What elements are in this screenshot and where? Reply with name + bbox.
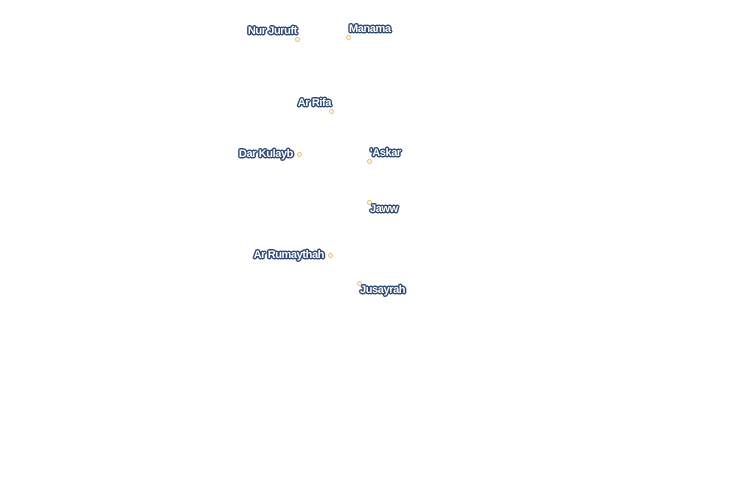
- place-label: Dar Kulayb: [238, 148, 293, 160]
- place-label: Jusayrah: [360, 284, 406, 296]
- place-marker-icon: [294, 36, 300, 42]
- place-marker-icon: [296, 151, 302, 157]
- place-label: Nur Juruft: [247, 25, 298, 37]
- place-marker-icon: [345, 34, 351, 40]
- place-label: Ar Rumaythah: [253, 249, 325, 261]
- place-label: Manama: [349, 23, 391, 35]
- place-marker-icon: [366, 199, 372, 205]
- place-marker-icon: [366, 158, 372, 164]
- place-label: Ar Rifa: [297, 97, 332, 109]
- place-marker-icon: [327, 252, 333, 258]
- place-marker-icon: [356, 280, 362, 286]
- place-marker-icon: [328, 108, 334, 114]
- place-label: 'Askar: [370, 147, 401, 159]
- place-label: Jaww: [370, 203, 398, 215]
